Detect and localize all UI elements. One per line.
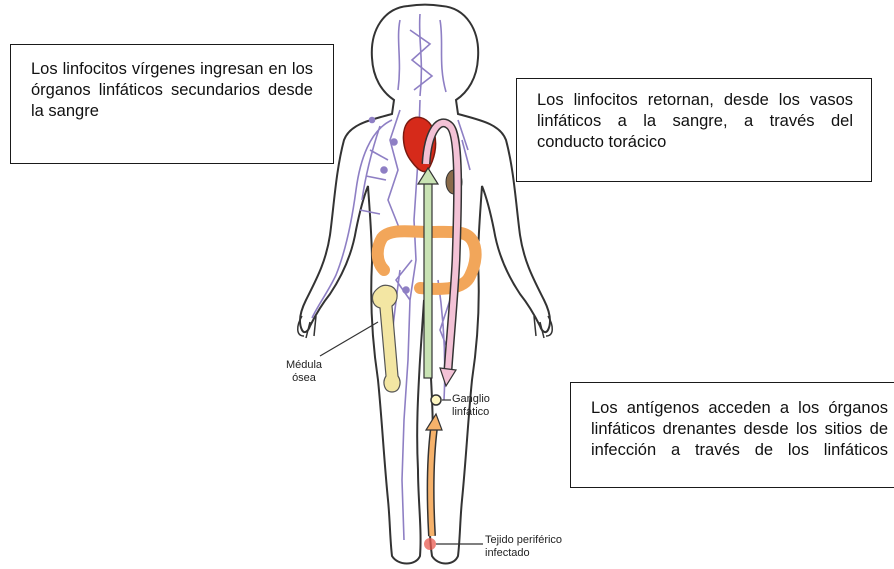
lymphocytes-return-text: Los linfocitos retornan, desde los vasos…: [537, 91, 853, 151]
lymph-node-label-line2: linfático: [452, 406, 490, 419]
antigens-access-text: Los antígenos acceden a los órganos linf…: [591, 399, 888, 459]
infected-tissue-spot: [424, 538, 436, 550]
antigens-access-textbox: Los antígenos acceden a los órganos linf…: [570, 382, 894, 488]
bone-marrow-label-line1: Médula: [281, 359, 327, 372]
bone-marrow-label: Médula ósea: [281, 359, 327, 385]
lymph-node-label: Ganglio linfático: [452, 393, 490, 419]
naive-lymphocytes-textbox: Los linfocitos vírgenes ingresan en los …: [10, 44, 334, 164]
bone-marrow-label-line2: ósea: [281, 372, 327, 385]
lymph-node-label-line1: Ganglio: [452, 393, 490, 406]
bone-marrow-pointer: [320, 322, 378, 356]
infected-tissue-label-line1: Tejido periférico: [485, 534, 562, 547]
infected-tissue-label-line2: infectado: [485, 547, 562, 560]
lymph-node: [431, 395, 441, 405]
infected-tissue-label: Tejido periférico infectado: [485, 534, 562, 560]
naive-lymphocytes-text: Los linfocitos vírgenes ingresan en los …: [31, 60, 313, 120]
lymphocytes-return-textbox: Los linfocitos retornan, desde los vasos…: [516, 78, 872, 182]
